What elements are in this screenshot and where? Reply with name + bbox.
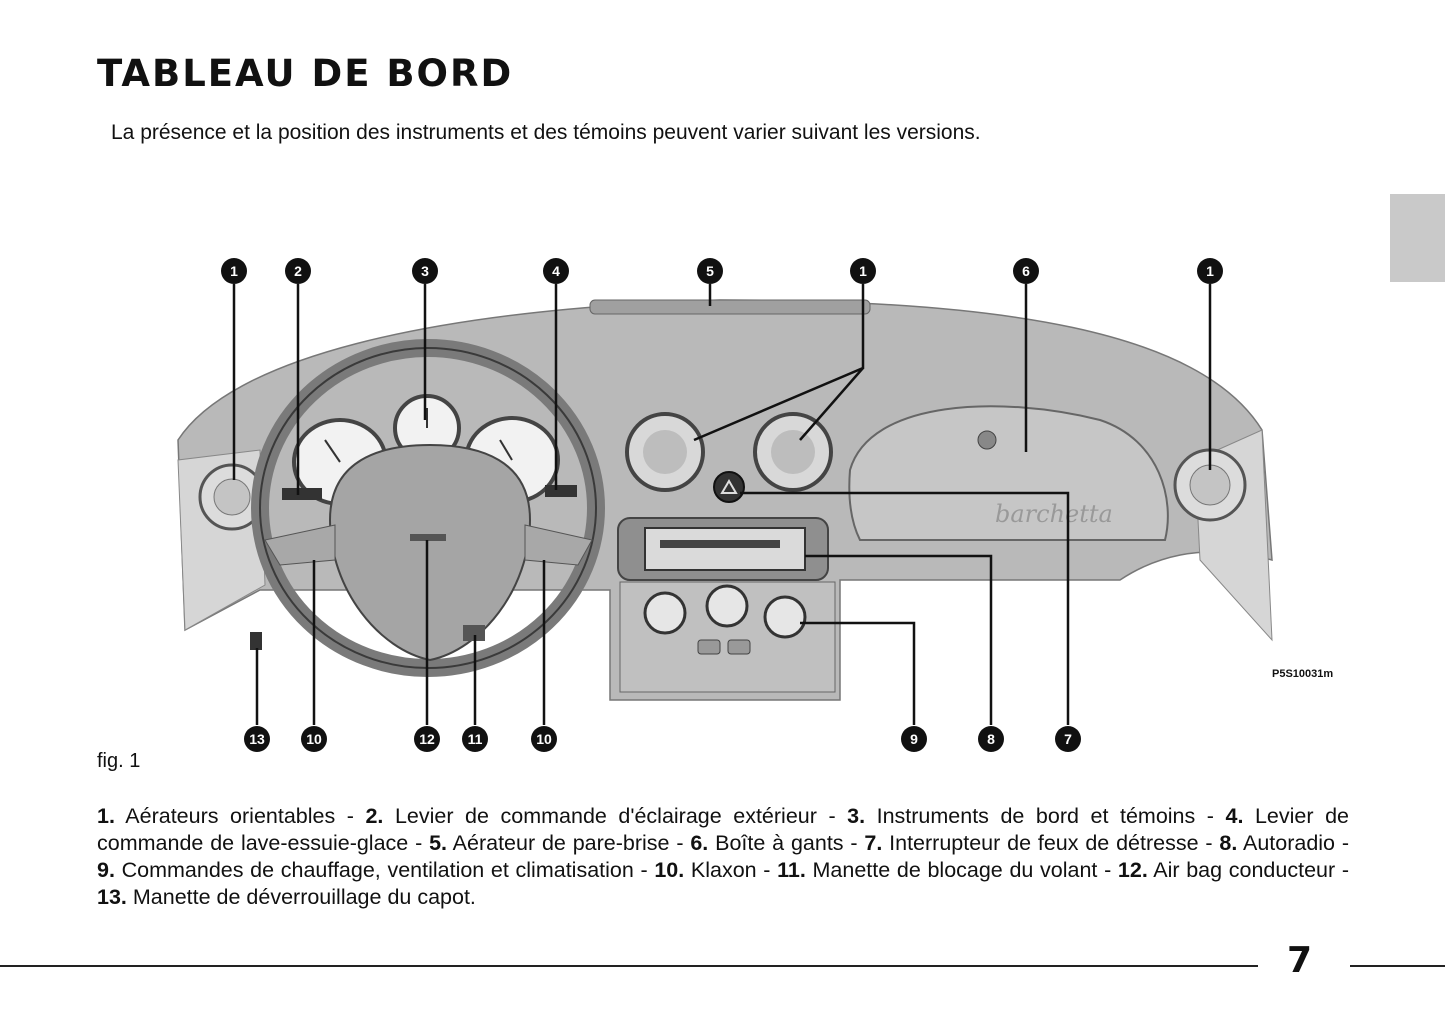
svg-text:8: 8 <box>987 731 995 747</box>
caption-item-text: Instruments de bord et témoins - <box>865 804 1225 828</box>
hood-release <box>250 632 262 650</box>
climate-knob-2 <box>707 586 747 626</box>
steering-wheel-hub <box>330 445 530 660</box>
caption-item-num: 11. <box>777 858 806 882</box>
svg-text:6: 6 <box>1022 263 1030 279</box>
callout-1a: 1 <box>221 258 247 284</box>
brand-script: barchetta <box>995 500 1113 528</box>
caption-item-text: Air bag conducteur - <box>1148 858 1349 882</box>
callout-2: 2 <box>285 258 311 284</box>
climate-knob-1 <box>645 593 685 633</box>
callout-5: 5 <box>697 258 723 284</box>
svg-text:4: 4 <box>552 263 560 279</box>
radio-unit <box>645 528 805 570</box>
callout-9: 9 <box>901 726 927 752</box>
caption-item-num: 9. <box>97 858 115 882</box>
callout-12: 12 <box>414 726 440 752</box>
caption-item-num: 3. <box>847 804 865 828</box>
airbag-logo <box>410 534 446 541</box>
svg-text:1: 1 <box>230 263 238 279</box>
page-number: 7 <box>1287 940 1312 981</box>
svg-text:13: 13 <box>249 731 265 747</box>
caption-item-text: Autoradio - <box>1237 831 1349 855</box>
callout-1b: 1 <box>850 258 876 284</box>
caption-item-num: 12. <box>1118 858 1148 882</box>
page-title: TABLEAU DE BORD <box>97 52 513 95</box>
svg-text:1: 1 <box>1206 263 1214 279</box>
climate-knob-3 <box>765 597 805 637</box>
caption-item-num: 6. <box>690 831 708 855</box>
callout-1c: 1 <box>1197 258 1223 284</box>
callout-4: 4 <box>543 258 569 284</box>
caption-item-text: Manette de déverrouillage du capot. <box>127 885 476 909</box>
caption-item-text: Manette de blocage du volant - <box>806 858 1118 882</box>
caption-item-num: 1. <box>97 804 115 828</box>
caption-item-text: Interrupteur de feux de détresse - <box>882 831 1219 855</box>
glove-box-lock <box>978 431 996 449</box>
svg-text:2: 2 <box>294 263 302 279</box>
callout-3: 3 <box>412 258 438 284</box>
callout-6: 6 <box>1013 258 1039 284</box>
footer-rule-left <box>0 965 1258 967</box>
dashboard-illustration: barchetta <box>0 240 1445 770</box>
page-subtitle: La présence et la position des instrumen… <box>111 121 981 145</box>
caption-item-text: Boîte à gants - <box>708 831 864 855</box>
caption-item-num: 2. <box>365 804 383 828</box>
footer-rule-right <box>1350 965 1445 967</box>
figure-caption: 1. Aérateurs orientables - 2. Levier de … <box>97 803 1349 911</box>
callout-8: 8 <box>978 726 1004 752</box>
callout-13: 13 <box>244 726 270 752</box>
callout-7: 7 <box>1055 726 1081 752</box>
svg-text:11: 11 <box>468 731 483 747</box>
figure-label: fig. 1 <box>97 750 140 773</box>
caption-item-num: 10. <box>654 858 684 882</box>
svg-text:10: 10 <box>306 731 322 747</box>
caption-item-text: Klaxon - <box>684 858 777 882</box>
wiper-stalk <box>545 485 577 497</box>
svg-text:10: 10 <box>536 731 552 747</box>
svg-text:3: 3 <box>421 263 429 279</box>
caption-item-text: Commandes de chauffage, ventilation et c… <box>115 858 654 882</box>
caption-item-text: Aérateur de pare-brise - <box>447 831 690 855</box>
caption-item-num: 8. <box>1219 831 1237 855</box>
caption-item-num: 4. <box>1226 804 1244 828</box>
caption-item-num: 13. <box>97 885 127 909</box>
caption-item-num: 7. <box>864 831 882 855</box>
caption-item-text: Aérateurs orientables - <box>115 804 366 828</box>
svg-text:9: 9 <box>910 731 918 747</box>
callout-10a: 10 <box>301 726 327 752</box>
svg-text:7: 7 <box>1064 731 1072 747</box>
callout-10b: 10 <box>531 726 557 752</box>
figure-code: P5S10031m <box>1272 668 1333 680</box>
caption-item-text: Levier de commande d'éclairage extérieur… <box>383 804 847 828</box>
hazard-switch <box>714 472 744 502</box>
caption-item-num: 5. <box>429 831 447 855</box>
svg-text:1: 1 <box>859 263 867 279</box>
svg-text:12: 12 <box>419 731 435 747</box>
lighting-stalk <box>282 488 322 500</box>
windshield-vent <box>590 300 870 314</box>
callout-11: 11 <box>462 726 488 752</box>
svg-text:5: 5 <box>706 263 714 279</box>
